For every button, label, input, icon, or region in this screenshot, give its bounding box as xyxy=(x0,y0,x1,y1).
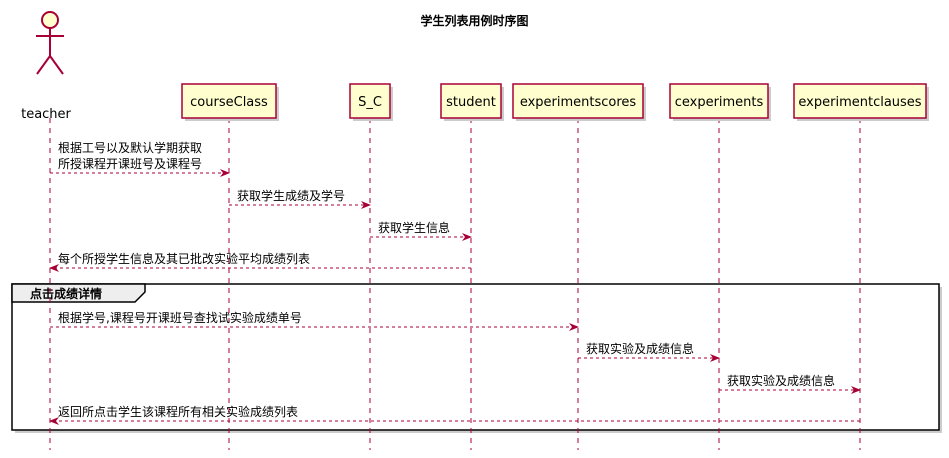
message-2: 获取学生成绩及学号 xyxy=(229,188,371,209)
message-label: 获取实验及成绩信息 xyxy=(727,373,835,388)
participant-box xyxy=(440,83,502,119)
group-label: 点击成绩详情 xyxy=(30,286,102,301)
message-label: 获取学生信息 xyxy=(378,220,450,235)
message-label: 返回所点击学生该课程所有相关实验成绩列表 xyxy=(58,404,298,419)
message-label: 根据工号以及默认学期获取 xyxy=(58,140,202,155)
participant-experimentclauses: experimentclauses xyxy=(793,83,929,121)
participant-box xyxy=(669,83,769,119)
message-4: 每个所授学生信息及其已批改实验平均成绩列表 xyxy=(49,251,471,272)
message-5: 根据学号,课程号开课班号查找试实验成绩单号 xyxy=(50,310,579,331)
message-7: 获取实验及成绩信息 xyxy=(719,373,861,394)
participant-box xyxy=(349,83,391,119)
participant-label-cexperiments: cexperiments xyxy=(675,95,764,110)
group-frame xyxy=(11,283,940,431)
participant-box xyxy=(512,83,644,119)
message-label: 根据学号,课程号开课班号查找试实验成绩单号 xyxy=(58,310,302,325)
participant-box xyxy=(181,83,277,119)
message-label: 获取实验及成绩信息 xyxy=(586,341,694,356)
actor-head-icon xyxy=(41,11,59,29)
participant-box xyxy=(793,83,927,119)
group-label-tab xyxy=(11,283,146,303)
actor-right-leg xyxy=(49,55,64,75)
participant-cexperiments: cexperiments xyxy=(669,83,771,121)
participant-student: student xyxy=(440,83,504,121)
diagram-title: 学生列表用例时序图 xyxy=(420,14,529,28)
participant-courseClass: courseClass xyxy=(181,83,279,121)
participant-label-experimentscores: experimentscores xyxy=(520,95,637,110)
actor-left-leg xyxy=(36,55,51,75)
message-label: 每个所授学生信息及其已批改实验平均成绩列表 xyxy=(58,251,310,266)
message-8: 返回所点击学生该课程所有相关实验成绩列表 xyxy=(49,404,860,425)
actor-teacher: teacher xyxy=(21,11,72,122)
message-6: 获取实验及成绩信息 xyxy=(578,341,720,362)
participant-experimentscores: experimentscores xyxy=(512,83,646,121)
participant-label-student: student xyxy=(446,95,496,110)
participant-S_C: S_C xyxy=(349,83,393,121)
participant-label-courseClass: courseClass xyxy=(190,95,268,110)
participant-label-teacher: teacher xyxy=(21,107,71,122)
participant-label-S_C: S_C xyxy=(358,95,382,110)
participant-label-experimentclauses: experimentclauses xyxy=(798,95,921,110)
message-3: 获取学生信息 xyxy=(370,220,472,241)
message-label: 所授课程开课班号及课程号 xyxy=(58,156,202,171)
message-label: 获取学生成绩及学号 xyxy=(237,188,345,203)
